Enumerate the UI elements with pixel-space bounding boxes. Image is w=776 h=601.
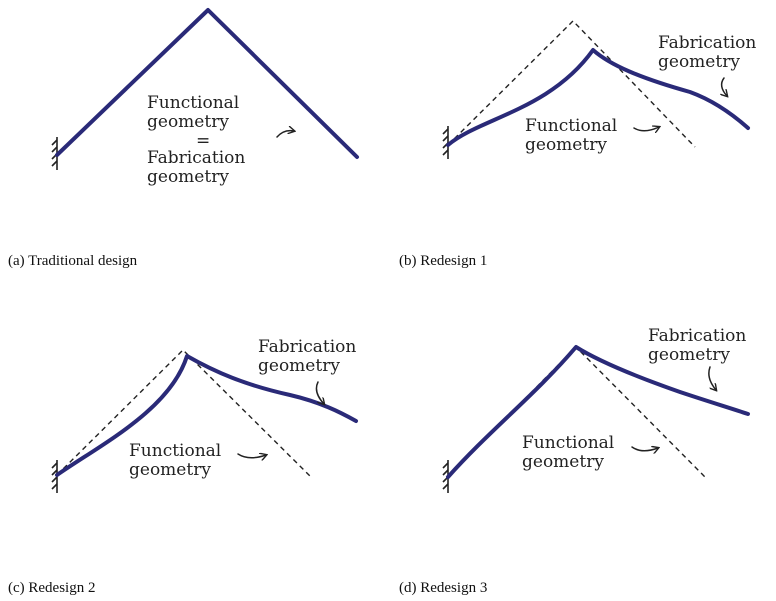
panel-d: Fabrication geometry Functional geometry… — [399, 326, 750, 596]
functional-label-line1: Functional — [525, 116, 617, 136]
fabrication-label-line1: Fabrication — [258, 337, 356, 357]
fabrication-geometry-curve — [446, 48, 750, 147]
functional-label-line2: geometry — [522, 452, 604, 472]
fabrication-label-line2: geometry — [658, 52, 740, 72]
panel-a: Functional geometry = Fabrication geomet… — [8, 8, 359, 269]
fabrication-geometry-curve — [55, 8, 359, 159]
fabrication-label-line2: geometry — [258, 356, 340, 376]
functional-label-line1: Functional — [129, 441, 221, 461]
functional-label-line1: Functional — [147, 93, 239, 113]
curved-arrow-icon — [722, 77, 727, 96]
functional-geometry-line — [447, 20, 696, 148]
panel-c: Fabrication geometry Functional geometry… — [8, 337, 358, 596]
caption-d: (d) Redesign 3 — [399, 580, 487, 596]
functional-label-line2: geometry — [129, 460, 211, 480]
panel-b: Fabrication geometry Functional geometry… — [399, 20, 756, 269]
curved-arrow-icon — [276, 131, 294, 138]
curved-arrow-icon — [631, 447, 658, 451]
caption-a: (a) Traditional design — [8, 253, 138, 269]
equals-sign: = — [196, 131, 210, 151]
fabrication-geometry-curve — [446, 345, 750, 479]
fabrication-label-line1: Fabrication — [147, 148, 245, 168]
curved-arrow-icon — [708, 366, 716, 390]
functional-label-line2: geometry — [525, 135, 607, 155]
fabrication-label-line1: Fabrication — [648, 326, 746, 346]
functional-label-line1: Functional — [522, 433, 614, 453]
curved-arrow-icon — [633, 127, 659, 131]
clamped-support-icon — [442, 126, 449, 159]
curved-arrow-icon — [237, 454, 266, 458]
functional-label-line2: geometry — [147, 112, 229, 132]
functional-geometry-line — [56, 349, 313, 479]
fabrication-label-line2: geometry — [648, 345, 730, 365]
fabrication-label-line1: Fabrication — [658, 33, 756, 53]
caption-c: (c) Redesign 2 — [8, 580, 95, 596]
fabrication-label-line2: geometry — [147, 167, 229, 187]
curved-arrow-icon — [315, 381, 324, 404]
caption-b: (b) Redesign 1 — [399, 253, 487, 269]
